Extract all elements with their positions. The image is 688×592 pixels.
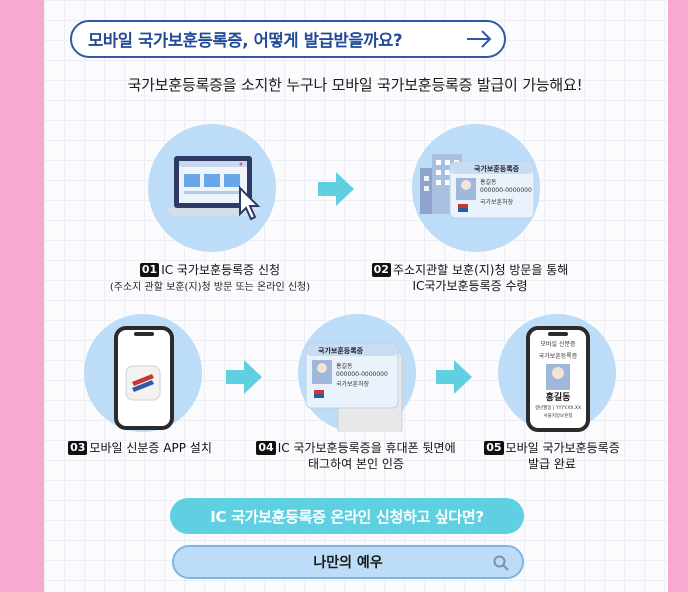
search-icon <box>493 555 509 571</box>
card-tag-icon: 국가보훈등록증 홍길동 000000-0000000 국가보훈처장 <box>305 343 403 437</box>
step2-title: 주소지관할 보훈(지)청 방문을 통해 <box>392 263 569 277</box>
step2-number: 02 <box>371 263 391 277</box>
step1-title: IC 국가보훈등록증 신청 <box>161 263 281 277</box>
card-issuer: 국가보훈처장 <box>480 198 514 206</box>
step1-sub: (주소지 관할 보훈(지)청 방문 또는 온라인 신청) <box>109 282 311 293</box>
step4-title: IC 국가보훈등록증을 휴대폰 뒷면에 <box>277 441 456 455</box>
left-pink-border <box>0 0 44 592</box>
step4-circle: 국가보훈등록증 홍길동 000000-0000000 국가보훈처장 <box>298 314 416 437</box>
phone-app-icon <box>114 326 174 430</box>
building-card-icon: 국가보훈등록증 홍길동 000000-0000000 국가보훈처장 <box>420 154 535 219</box>
phone-name: 홍길동 <box>546 391 571 403</box>
step5-sub: 발급 완료 <box>528 457 576 471</box>
step2-sub: IC국가보훈등록증 수령 <box>412 279 528 293</box>
phone-id-icon: 모바일 신분증 국가보훈등록증 홍길동 생년월일 | YYYY.XX.XX 서울… <box>526 326 590 432</box>
question-button[interactable]: 모바일 국가보훈등록증, 어떻게 발급받을까요? <box>70 20 506 58</box>
online-apply-banner[interactable]: IC 국가보훈등록증 온라인 신청하고 싶다면? <box>170 498 524 534</box>
step5-title: 모바일 국가보훈등록증 <box>505 441 620 455</box>
step5-circle: 모바일 신분증 국가보훈등록증 홍길동 생년월일 | YYYY.XX.XX 서울… <box>498 314 616 432</box>
step1-circle <box>148 124 276 252</box>
phone-place: 서울지방보훈청 <box>544 412 573 419</box>
arrow-right-icon <box>467 30 492 48</box>
lead-text: 국가보훈등록증을 소지한 누구나 모바일 국가보훈등록증 발급이 가능해요! <box>127 76 583 94</box>
step-arrow-icon <box>436 360 472 394</box>
question-text: 모바일 국가보훈등록증, 어떻게 발급받을까요? <box>88 31 403 50</box>
step-arrow-icon <box>318 172 354 206</box>
card-title: 국가보훈등록증 <box>318 346 364 355</box>
phone-header: 모바일 신분증 <box>540 340 576 348</box>
step3-number: 03 <box>68 441 88 455</box>
phone-birth: 생년월일 | YYYY.XX.XX <box>535 404 581 411</box>
step3-circle <box>84 314 202 432</box>
step4-number: 04 <box>256 441 276 455</box>
step1-number: 01 <box>139 263 160 277</box>
card-name: 홍길동 <box>480 178 497 186</box>
card-name: 홍길동 <box>336 362 353 370</box>
content-panel <box>44 0 668 592</box>
right-pink-border <box>668 0 688 592</box>
search-label: 나만의 예우 <box>313 555 383 571</box>
card-number: 000000-0000000 <box>480 187 532 194</box>
step-arrow-icon <box>226 360 262 394</box>
step5-number: 05 <box>484 441 504 455</box>
search-button[interactable]: 나만의 예우 <box>172 545 524 579</box>
card-issuer: 국가보훈처장 <box>336 380 370 388</box>
card-number: 000000-0000000 <box>336 371 388 378</box>
step3-title: 모바일 신분증 APP 설치 <box>89 441 212 455</box>
card-title: 국가보훈등록증 <box>474 164 520 173</box>
step4-sub: 태그하여 본인 인증 <box>308 457 404 471</box>
step2-circle: 국가보훈등록증 홍길동 000000-0000000 국가보훈처장 <box>412 124 540 252</box>
phone-card-title: 국가보훈등록증 <box>539 352 578 360</box>
laptop-icon <box>166 156 261 221</box>
